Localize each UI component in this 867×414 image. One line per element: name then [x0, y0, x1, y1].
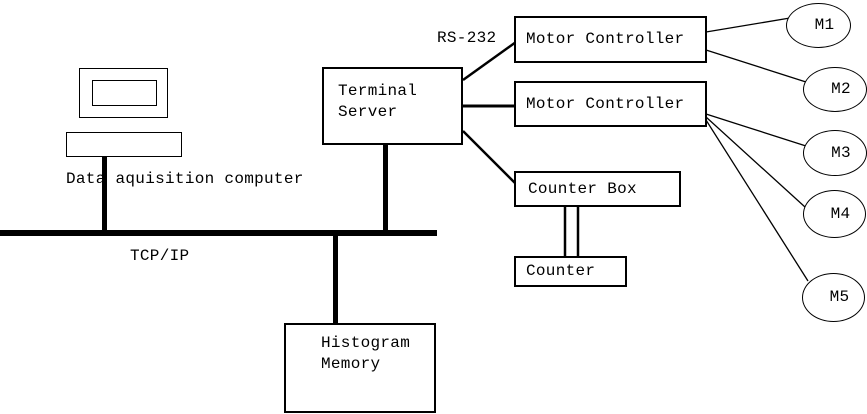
- terminal-server-label-line2: Server: [338, 103, 398, 121]
- serial-line-ts-to-counter-box: [462, 130, 517, 185]
- line-mc2-to-m4: [705, 116, 806, 208]
- terminal-server-box: Terminal Server: [322, 67, 463, 145]
- histogram-memory-label-line2: Memory: [321, 355, 381, 373]
- tcpip-label: TCP/IP: [130, 247, 190, 265]
- motor-m3-label: M3: [831, 143, 851, 162]
- motor-controller-2-box: Motor Controller: [514, 81, 707, 127]
- motor-m5-ellipse: M5: [802, 273, 865, 322]
- line-mc1-to-m1: [705, 17, 791, 33]
- motor-controller-1-box: Motor Controller: [514, 16, 707, 63]
- motor-controller-2-label: Motor Controller: [526, 94, 685, 113]
- counter-box-label: Counter Box: [528, 179, 637, 198]
- motor-controller-1-label: Motor Controller: [526, 30, 685, 48]
- counter-box-box: Counter Box: [514, 171, 681, 207]
- computer-label: Data aquisition computer: [66, 170, 304, 188]
- motor-m5-label: M5: [829, 288, 850, 306]
- motor-m2-ellipse: M2: [803, 67, 867, 112]
- histogram-memory-label-line1: Histogram: [321, 334, 411, 352]
- motor-m1-label: M1: [814, 16, 835, 34]
- line-mc2-to-m3: [705, 113, 807, 147]
- motor-m4-ellipse: M4: [803, 190, 866, 238]
- computer-bus-drop-line: [102, 156, 107, 232]
- motor-m1-ellipse: M1: [786, 3, 851, 48]
- histogram-bus-drop-line: [333, 234, 338, 324]
- serial-line-ts-to-motor-controller-1: [462, 40, 517, 82]
- counter-label: Counter: [526, 262, 596, 280]
- histogram-memory-box: Histogram Memory: [284, 323, 436, 413]
- terminal-server-bus-drop-line: [383, 143, 388, 232]
- motor-m3-ellipse: M3: [803, 130, 867, 176]
- tcpip-bus-line: [0, 230, 437, 236]
- rs232-label: RS-232: [437, 29, 497, 47]
- line-mc2-to-m5: [705, 119, 809, 282]
- terminal-server-label-line1: Terminal: [338, 82, 418, 100]
- line-mc1-to-m2: [705, 49, 807, 83]
- motor-m4-label: M4: [830, 204, 851, 223]
- counter-box: Counter: [514, 256, 627, 287]
- computer-screen-icon: [92, 80, 157, 106]
- motor-m2-label: M2: [831, 80, 851, 98]
- computer-keyboard-icon: [66, 132, 182, 157]
